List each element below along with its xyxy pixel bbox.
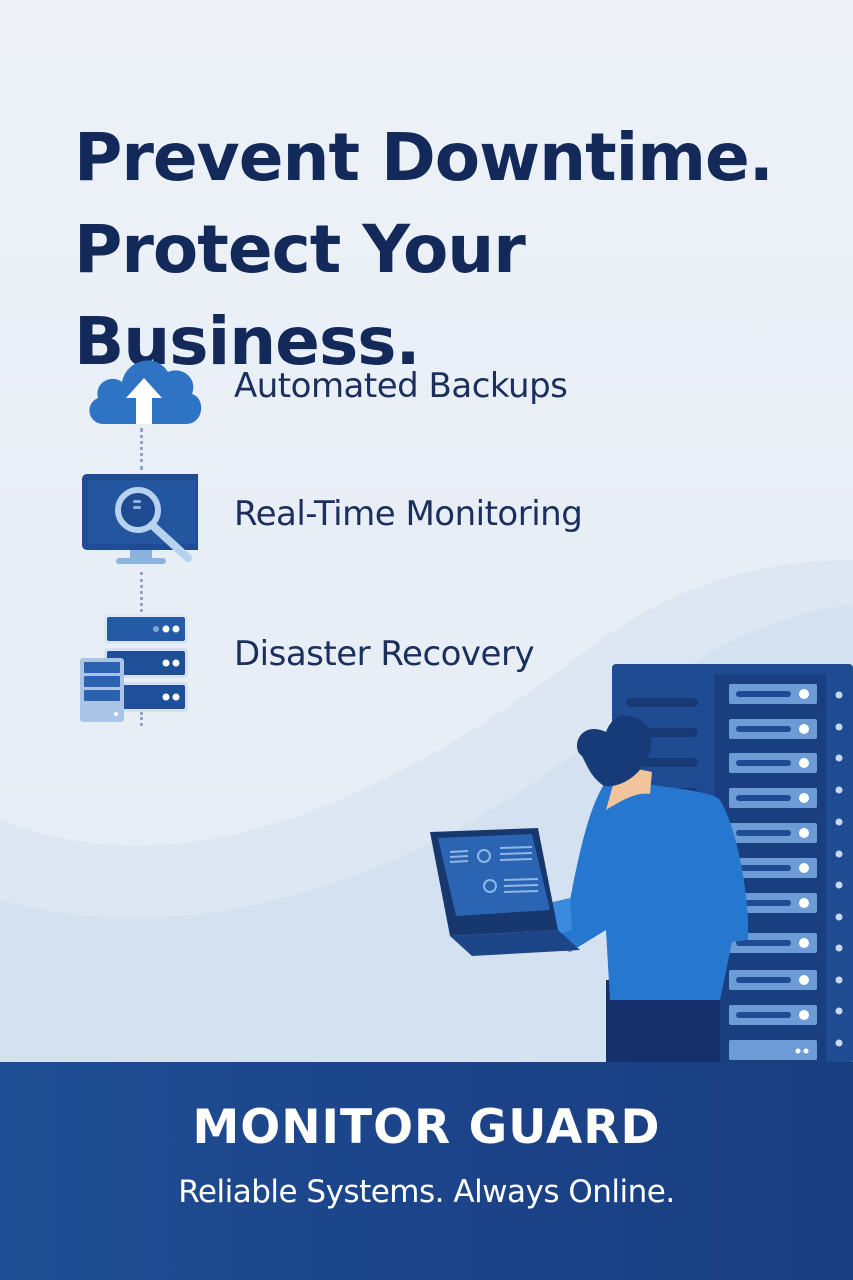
feature-automated-backups: Automated Backups xyxy=(234,366,568,406)
laptop-icon xyxy=(430,828,580,956)
illustration xyxy=(430,664,853,1062)
feature-disaster-recovery: Disaster Recovery xyxy=(234,634,535,674)
footer-banner: MONITOR GUARD Reliable Systems. Always O… xyxy=(0,1062,853,1280)
connector-line xyxy=(140,572,143,612)
tagline: Reliable Systems. Always Online. xyxy=(178,1174,675,1210)
monitor-magnifier-icon xyxy=(82,474,198,564)
connector-line xyxy=(140,712,143,726)
feature-real-time-monitoring: Real-Time Monitoring xyxy=(234,494,583,534)
person-icon xyxy=(474,715,749,1062)
server-stack-icon xyxy=(80,614,188,722)
headline: Prevent Downtime. Protect Your Business. xyxy=(74,112,853,388)
headline-line-1: Prevent Downtime. xyxy=(74,119,774,196)
brand-name: MONITOR GUARD xyxy=(192,1100,661,1155)
cloud-upload-icon xyxy=(89,360,202,424)
connector-line xyxy=(140,428,143,470)
